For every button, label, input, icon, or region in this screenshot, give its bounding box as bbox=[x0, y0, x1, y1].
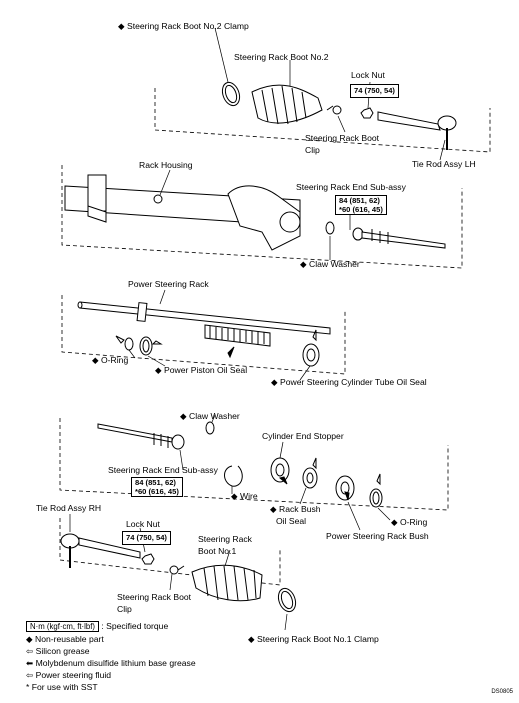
label-boot-no1: Steering Rack bbox=[198, 534, 252, 544]
label-lock-nut-bottom: Lock Nut bbox=[126, 519, 160, 529]
torque-end-top: 84 (851, 62) *60 (616, 45) bbox=[335, 195, 387, 215]
torque-lock-nut-bottom: 74 (750, 54) bbox=[122, 531, 171, 545]
legend: N·m (kgf·cm, ft·lbf) : Specified torque … bbox=[26, 620, 196, 693]
legend-sst: * For use with SST bbox=[26, 682, 98, 692]
label-lock-nut-top: Lock Nut bbox=[351, 70, 385, 80]
legend-non-reusable: ◆ Non-reusable part bbox=[26, 634, 104, 644]
label-cyl-end-stopper: Cylinder End Stopper bbox=[262, 431, 344, 441]
tie-rod-rh-icon bbox=[60, 533, 141, 568]
label-power-rack: Power Steering Rack bbox=[128, 279, 209, 289]
label-o-ring-left: ◆ O-Ring bbox=[92, 355, 129, 365]
label-wire: ◆ Wire bbox=[231, 491, 258, 501]
legend-psf: ⇦ Power steering fluid bbox=[26, 670, 112, 680]
figure-code: DS0805 bbox=[491, 689, 513, 695]
label-boot-no2: Steering Rack Boot No.2 bbox=[234, 52, 329, 62]
label-rack-bush-seal: ◆ Rack Bush bbox=[270, 504, 321, 514]
legend-silicon: ⇦ Silicon grease bbox=[26, 646, 90, 656]
label-end-sub-bottom: Steering Rack End Sub-assy bbox=[108, 465, 218, 475]
label-end-sub-top: Steering Rack End Sub-assy bbox=[296, 182, 406, 192]
power-rack-icon bbox=[77, 301, 331, 347]
label-boot-clip-bottom: Steering Rack Boot bbox=[117, 592, 192, 602]
o-ring-right-icon bbox=[369, 488, 383, 508]
top-group-frame bbox=[154, 88, 491, 153]
boot-no1-clamp-icon bbox=[277, 587, 297, 613]
label-piston-seal: ◆ Power Piston Oil Seal bbox=[155, 365, 248, 375]
wire-icon bbox=[224, 465, 243, 487]
tie-rh-group-frame bbox=[59, 518, 281, 586]
bottom-group-frame bbox=[59, 418, 449, 511]
label-power-rack-bush: Power Steering Rack Bush bbox=[326, 531, 429, 541]
torque-lock-nut-top: 74 (750, 54) bbox=[350, 84, 399, 98]
rack-group-frame bbox=[61, 295, 346, 375]
rack-end-top-icon bbox=[352, 227, 446, 249]
rack-housing-icon bbox=[64, 174, 301, 251]
torque-end-top-1: 84 (851, 62) bbox=[339, 196, 380, 205]
torque-end-bottom-2: *60 (616, 45) bbox=[135, 487, 179, 496]
label-boot-clip-top-2: Clip bbox=[305, 145, 320, 155]
claw-washer-top-icon bbox=[325, 221, 335, 235]
label-boot-no1-2: Boot No.1 bbox=[198, 546, 237, 556]
boot-no2-icon bbox=[251, 84, 323, 125]
rack-bush-seal-icon bbox=[302, 467, 318, 489]
label-rack-bush-seal-2: Oil Seal bbox=[276, 516, 307, 526]
legend-torque-desc: : Specified torque bbox=[101, 621, 169, 631]
grease-arrow-icons bbox=[115, 329, 317, 359]
label-cyl-tube-seal: ◆ Power Steering Cylinder Tube Oil Seal bbox=[271, 377, 427, 387]
boot-no2-clamp-icon bbox=[221, 81, 241, 107]
label-boot-no2-clamp: ◆ Steering Rack Boot No.2 Clamp bbox=[118, 21, 249, 31]
torque-end-top-2: *60 (616, 45) bbox=[339, 205, 383, 214]
label-claw-washer-top: ◆ Claw Washer bbox=[300, 259, 360, 269]
torque-end-bottom: 84 (851, 62) *60 (616, 45) bbox=[131, 477, 183, 497]
label-tie-rod-lh: Tie Rod Assy LH bbox=[412, 159, 476, 169]
label-rack-housing: Rack Housing bbox=[139, 160, 193, 170]
label-boot-clip-bottom-2: Clip bbox=[117, 604, 132, 614]
cylinder-tube-seal-icon bbox=[302, 343, 320, 367]
label-boot-no1-clamp: ◆ Steering Rack Boot No.1 Clamp bbox=[248, 634, 379, 644]
cylinder-end-stopper-icon bbox=[270, 457, 290, 483]
rack-bush-icon bbox=[335, 475, 355, 501]
claw-washer-bottom-icon bbox=[205, 421, 215, 435]
label-claw-washer-bottom: ◆ Claw Washer bbox=[180, 411, 240, 421]
label-o-ring-right: ◆ O-Ring bbox=[391, 517, 428, 527]
torque-end-bottom-1: 84 (851, 62) bbox=[135, 478, 176, 487]
legend-torque-unit: N·m (kgf·cm, ft·lbf) bbox=[26, 621, 99, 632]
legend-torque-row: N·m (kgf·cm, ft·lbf) : Specified torque bbox=[26, 620, 196, 633]
tie-rod-lh-icon bbox=[377, 111, 457, 150]
leader-lines bbox=[69, 27, 446, 631]
rack-end-bottom-icon bbox=[97, 423, 185, 450]
boot-clip-bottom-icon bbox=[169, 565, 185, 575]
lock-nut-top-icon bbox=[360, 107, 374, 119]
label-boot-clip-top: Steering Rack Boot bbox=[305, 133, 380, 143]
boot-no1-icon bbox=[191, 564, 263, 602]
housing-group-frame bbox=[61, 165, 463, 269]
legend-moly: ⬅ Molybdenum disulfide lithium base grea… bbox=[26, 658, 196, 668]
label-tie-rod-rh: Tie Rod Assy RH bbox=[36, 503, 102, 513]
grease-arrow-bottom-icons bbox=[278, 457, 381, 501]
lock-nut-bottom-icon bbox=[141, 553, 155, 565]
boot-clip-top-icon bbox=[326, 105, 342, 115]
o-ring-left-icon bbox=[124, 336, 153, 356]
